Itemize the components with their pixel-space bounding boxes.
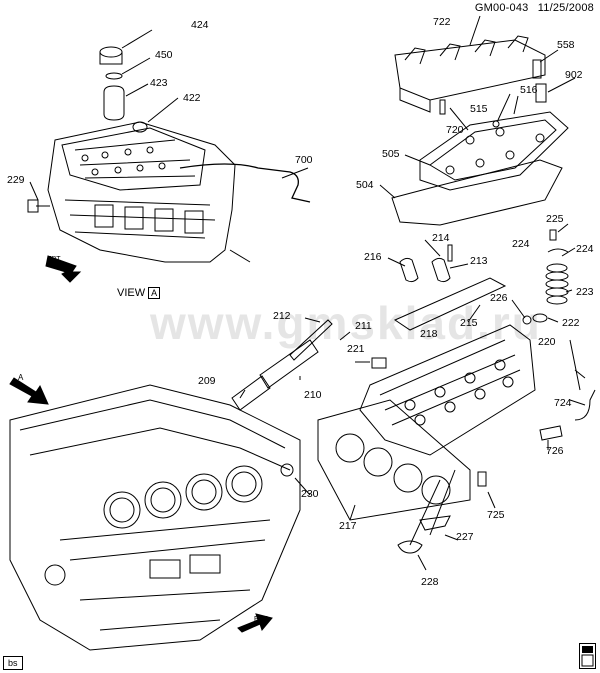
callout-515: 515: [470, 103, 488, 115]
callout-700: 700: [295, 154, 313, 166]
callout-423: 423: [150, 77, 168, 89]
valve-cover-group: [379, 15, 576, 226]
diagram-header: GM00-043 11/25/2008: [475, 2, 594, 14]
callout-226: 226: [490, 292, 508, 304]
callout-230: 230: [301, 488, 319, 500]
callout-228: 228: [421, 576, 439, 588]
cylinder-head: [359, 324, 586, 456]
diagram-date: 11/25/2008: [537, 2, 594, 14]
callout-218: 218: [420, 328, 438, 340]
callout-223: 223: [576, 286, 594, 298]
callout-722: 722: [433, 16, 451, 28]
callout-224a: 224: [512, 238, 530, 250]
view-a-arrow: [9, 377, 49, 405]
callout-516: 516: [520, 84, 538, 96]
callout-209: 209: [198, 375, 216, 387]
rocker-arm-group: [387, 239, 507, 331]
front-arrow-upper: [45, 255, 82, 283]
callout-211: 211: [355, 320, 372, 332]
callout-227: 227: [456, 531, 474, 543]
callout-724: 724: [554, 397, 572, 409]
corner-tag: bs: [3, 656, 23, 670]
callout-222: 222: [562, 317, 580, 329]
front-label-lower: FRT: [254, 616, 268, 623]
callout-224b: 224: [576, 243, 594, 255]
engine-block: [9, 384, 311, 651]
front-label-upper: FRT: [47, 256, 61, 263]
callout-720: 720: [446, 124, 464, 136]
callout-504: 504: [356, 179, 374, 191]
callout-216: 216: [364, 251, 382, 263]
callout-726: 726: [546, 445, 564, 457]
callout-221: 221: [347, 343, 365, 355]
callout-214: 214: [432, 232, 450, 244]
view-label-letter: A: [148, 287, 161, 299]
engine-top-view: [27, 121, 311, 263]
valve-group: [397, 469, 459, 571]
oil-fill-cap-group: [99, 29, 179, 133]
view-pointer-letter: A: [18, 373, 24, 382]
diagram-id: GM00-043: [474, 2, 529, 14]
view-label-text: VIEW: [117, 287, 146, 299]
callout-213: 213: [470, 255, 488, 267]
callout-422: 422: [183, 92, 201, 104]
callout-505: 505: [382, 148, 400, 160]
callout-217: 217: [339, 520, 357, 532]
callout-229: 229: [7, 174, 25, 186]
front-arrow-lower: [237, 613, 273, 633]
callout-215: 215: [460, 317, 478, 329]
head-gasket: [317, 399, 471, 521]
valve-spring-group: [511, 223, 576, 325]
spark-plug-group: [477, 389, 596, 509]
callout-220: 220: [538, 336, 556, 348]
callout-424: 424: [191, 19, 209, 31]
callout-210: 210: [304, 389, 322, 401]
document-logo-icon: [579, 643, 596, 669]
callout-902: 902: [565, 69, 583, 81]
callout-450: 450: [155, 49, 173, 61]
callout-225: 225: [546, 213, 564, 225]
callout-725: 725: [487, 509, 505, 521]
callout-212: 212: [273, 310, 291, 322]
callout-558: 558: [557, 39, 575, 51]
pushrod-group: [231, 317, 387, 411]
